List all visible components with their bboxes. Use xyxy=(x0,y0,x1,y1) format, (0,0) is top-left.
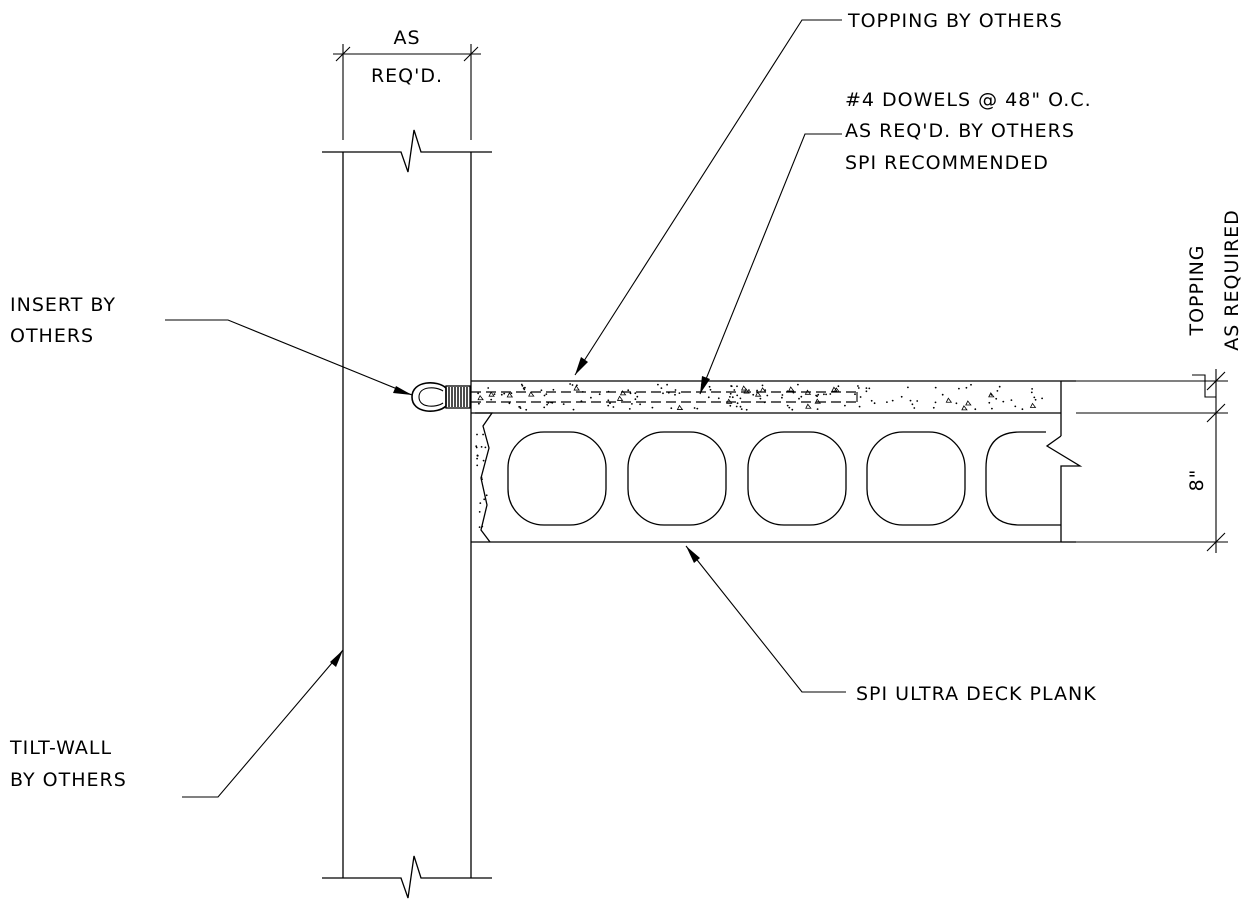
topping-slab xyxy=(471,380,1076,414)
hollow-core xyxy=(985,431,1061,526)
right-dimensions xyxy=(1076,369,1228,553)
tilt-wall-label-line1: TILT-WALL xyxy=(9,737,112,759)
dowels-label-line1: #4 DOWELS @ 48" O.C. xyxy=(845,89,1092,111)
topping-dim-label-line1: TOPPING xyxy=(1186,244,1208,336)
leaders xyxy=(165,19,846,798)
hollow-core xyxy=(507,431,607,526)
concrete-hatch xyxy=(475,383,1043,528)
hollow-core xyxy=(627,431,727,526)
wall-width-dimension xyxy=(333,44,481,140)
insert xyxy=(411,382,471,412)
wall-dim-label-line2: REQ'D. xyxy=(371,65,443,87)
topping-dim-label-line2: AS REQUIRED xyxy=(1221,209,1243,351)
hollow-core xyxy=(866,431,966,526)
dowels-label-line3: SPI RECOMMENDED xyxy=(845,152,1049,174)
hollow-core xyxy=(747,431,847,526)
plank-depth-label: 8" xyxy=(1186,469,1208,492)
dowels-label-line2: AS REQ'D. BY OTHERS xyxy=(845,120,1075,142)
tilt-wall-label-line2: BY OTHERS xyxy=(10,769,127,791)
tilt-wall xyxy=(322,129,492,899)
dowel xyxy=(471,391,858,403)
insert-label-line1: INSERT BY xyxy=(10,294,116,316)
hollow-core-plank xyxy=(471,412,1083,543)
plank-label: SPI ULTRA DECK PLANK xyxy=(856,683,1097,705)
topping-by-others-label: TOPPING BY OTHERS xyxy=(847,10,1063,32)
wall-dim-label-line1: AS xyxy=(393,27,420,49)
insert-label-line2: OTHERS xyxy=(10,325,94,347)
